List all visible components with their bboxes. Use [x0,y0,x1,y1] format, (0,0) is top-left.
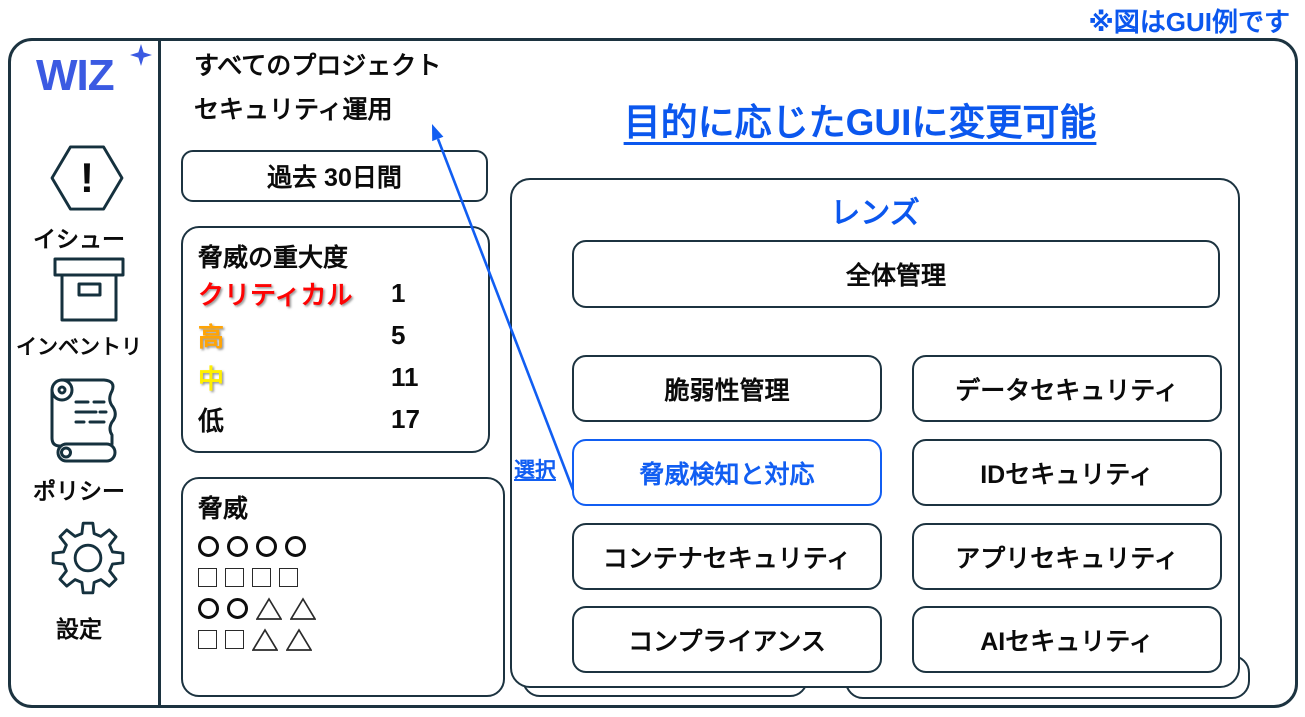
policy-scroll-icon [50,378,117,463]
breadcrumb-all-projects[interactable]: すべてのプロジェクト [194,52,442,80]
selection-label: 選択 [514,459,556,482]
lens-button[interactable]: 脅威検知と対応 [572,439,882,506]
circle-shape-icon [256,536,277,557]
circle-shape-icon [285,536,306,557]
severity-count: 17 [391,403,420,434]
annotation-main-title: 目的に応じたGUIに変更可能 [623,102,1097,143]
severity-count: 1 [391,277,406,308]
square-shape-icon [279,568,298,587]
circle-shape-icon [198,536,219,557]
issue-hexagon-icon [50,145,124,211]
square-shape-icon [252,568,271,587]
circle-shape-icon [227,536,248,557]
circle-shape-icon [227,598,248,619]
severity-label: 低 [198,405,225,436]
caption-note: ※図はGUI例です [1088,7,1290,37]
threat-shape-row [198,624,316,655]
square-shape-icon [198,630,217,649]
sparkle-icon [130,44,152,66]
lens-button[interactable]: アプリセキュリティ [912,523,1222,590]
sidebar-item-inventory[interactable] [52,256,126,329]
sidebar-label-inventory[interactable]: インベントリ [16,336,142,359]
sidebar-label-settings[interactable]: 設定 [56,616,102,642]
lens-title: レンズ [830,197,920,230]
severity-label: クリティカル [198,279,353,310]
inventory-box-icon [53,257,125,322]
settings-gear-icon [51,521,125,595]
wiz-logo-text: WIZ [36,51,115,100]
lens-button[interactable]: コンテナセキュリティ [572,523,882,590]
triangle-shape-icon [256,596,282,621]
threat-shape-row [198,531,316,562]
square-shape-icon [198,568,217,587]
lens-button-overall[interactable]: 全体管理 [572,240,1220,308]
threat-shape-row [198,593,316,624]
lens-button[interactable]: コンプライアンス [572,606,882,673]
sidebar-item-settings[interactable] [48,518,128,603]
period-filter-button[interactable]: 過去 30日間 [181,150,488,202]
severity-row: 低 17 [198,398,480,440]
lens-button[interactable]: AIセキュリティ [912,606,1222,673]
triangle-shape-icon [286,627,312,652]
circle-shape-icon [198,598,219,619]
square-shape-icon [225,630,244,649]
threats-panel: 脅威 [181,477,505,697]
threat-severity-title: 脅威の重大度 [198,244,349,272]
sidebar-label-policy[interactable]: ポリシー [33,478,125,504]
exclamation-glyph: ! [80,154,94,201]
threat-shape-row [198,562,316,593]
lens-button[interactable]: IDセキュリティ [912,439,1222,506]
severity-row: 中 11 [198,356,480,398]
square-shape-icon [225,568,244,587]
threats-title: 脅威 [198,495,249,523]
severity-count: 5 [391,319,406,350]
severity-label: 高 [198,321,225,352]
severity-row: クリティカル 1 [198,272,480,314]
severity-count: 11 [391,361,419,392]
triangle-shape-icon [252,627,278,652]
severity-label: 中 [198,363,225,394]
wiz-logo: WIZ [36,44,152,108]
triangle-shape-icon [290,596,316,621]
lens-button[interactable]: 脆弱性管理 [572,355,882,422]
sidebar-item-policy[interactable] [49,376,127,471]
sidebar-label-issues[interactable]: イシュー [33,226,125,252]
lens-button[interactable]: データセキュリティ [912,355,1222,422]
sidebar-item-issues[interactable]: ! [50,144,124,212]
threat-shape-rows [198,531,316,655]
page-title-security-ops: セキュリティ運用 [194,96,393,124]
sidebar-divider [158,41,161,706]
